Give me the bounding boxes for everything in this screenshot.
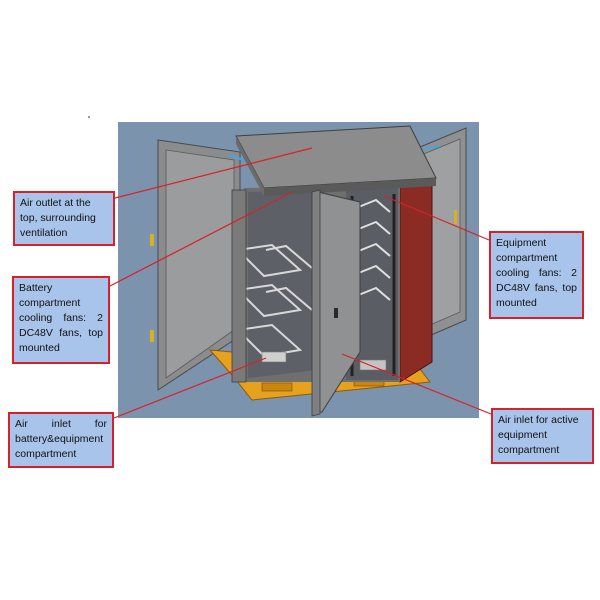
callout-equipment-fans: Equipment compartment cooling fans: 2 DC… [489,231,584,319]
leader-battery-fans [109,191,293,287]
battery-compartment [237,190,318,378]
callout-equipment-fans-text: Equipment compartment cooling fans: 2 DC… [496,237,577,309]
side-panel [399,175,433,383]
leader-air-inlet-active [341,353,492,415]
leader-air-inlet-battery [113,357,267,419]
callout-air-outlet-text: Air outlet at the top, surrounding venti… [20,197,96,239]
callout-air-inlet-battery-text: Air inlet for battery&equipment compartm… [15,418,107,460]
cabinet-roof [235,125,437,196]
leader-lines [109,147,492,419]
leader-equipment-fans [383,195,490,241]
callout-air-outlet: Air outlet at the top, surrounding venti… [13,191,115,246]
callout-battery-fans: Battery compartment cooling fans: 2 DC48… [12,276,110,364]
left-frame-post [231,189,247,383]
leader-air-outlet [114,147,313,199]
dot-mark [88,116,90,118]
callout-air-inlet-battery: Air inlet for battery&equipment compartm… [8,412,114,468]
callout-air-inlet-active-text: Air inlet for active equipment compartme… [498,414,579,456]
callout-battery-fans-text: Battery compartment cooling fans: 2 DC48… [19,282,103,354]
callout-air-inlet-active: Air inlet for active equipment compartme… [491,408,594,464]
